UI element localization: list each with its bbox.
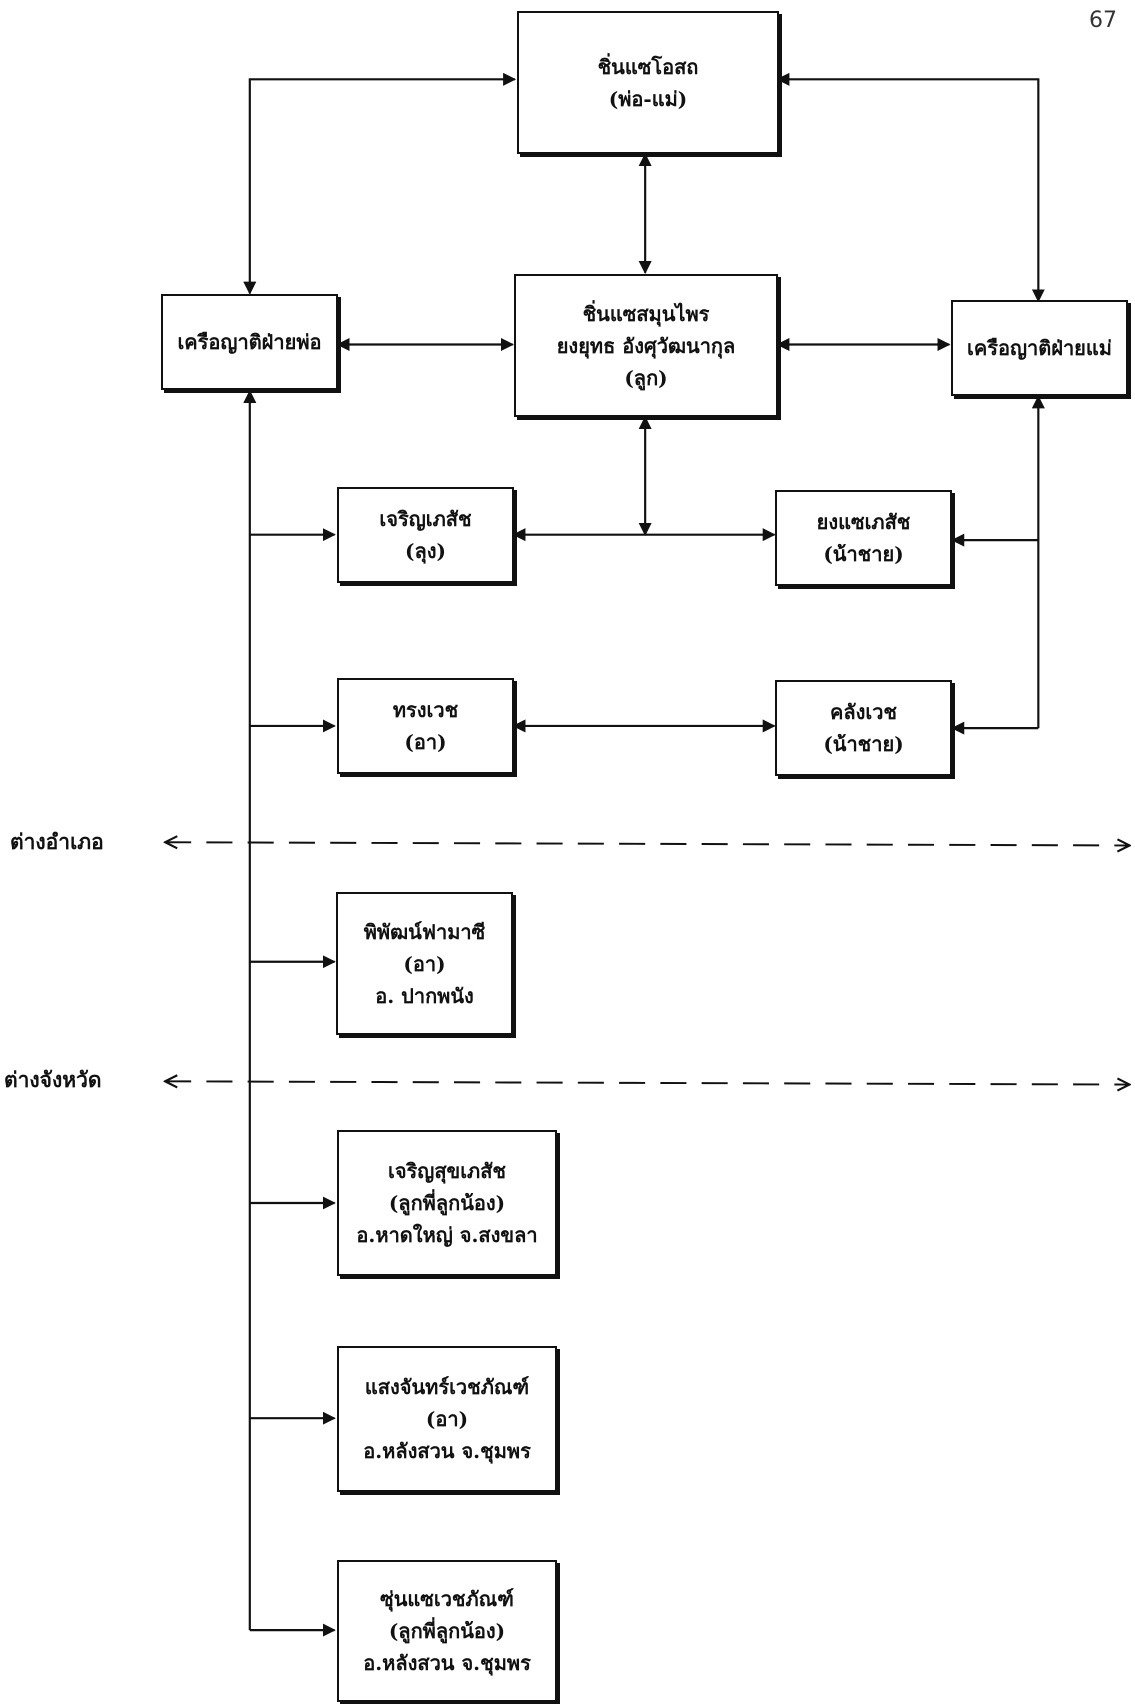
node-aunt-3: แสงจันทร์เวชภัณฑ์ (อา) อ.หลังสวน จ.ชุมพร <box>337 1346 557 1492</box>
node-uncle-1: เจริญเภสัช (ลุง) <box>337 487 514 583</box>
node-line: ชิ่นแซโอสถ <box>597 54 699 79</box>
node-cousin-1: เจริญสุขเภสัช (ลูกพี่ลูกน้อง) อ.หาดใหญ่ … <box>337 1130 557 1276</box>
node-line: (อา) <box>404 730 447 754</box>
node-line: (น้าชาย) <box>823 732 904 756</box>
node-maternal-uncle-1: ยงแซเภสัช (น้าชาย) <box>775 490 952 586</box>
node-line: อ.หลังสวน จ.ชุมพร <box>363 1439 531 1463</box>
node-line: เครือญาติฝ่ายแม่ <box>967 336 1112 360</box>
node-aunt-1: ทรงเวช (อา) <box>337 678 514 774</box>
node-line: คลังเวช <box>829 700 898 724</box>
node-line: (อา) <box>403 951 446 976</box>
node-maternal-uncle-2: คลังเวช (น้าชาย) <box>775 680 952 776</box>
node-father-side: เครือญาติฝ่ายพ่อ <box>161 294 338 390</box>
boundary-label-district: ต่างอำเภอ <box>10 830 104 854</box>
node-line: เครือญาติฝ่ายพ่อ <box>177 330 322 354</box>
node-line: เจริญเภสัช <box>379 507 472 531</box>
node-line: อ.หาดใหญ่ จ.สงขลา <box>356 1223 538 1247</box>
node-parents: ชิ่นแซโอสถ (พ่อ-แม่) <box>517 11 779 154</box>
node-line: ยงยุทธ อังศุวัฒนากุล <box>556 333 736 358</box>
boundary-line-district <box>165 842 1129 845</box>
node-line: (ลูก) <box>624 365 668 390</box>
node-line: (ลุง) <box>405 539 446 563</box>
node-line: (อา) <box>425 1407 469 1431</box>
node-line: ยงแซเภสัช <box>816 510 911 534</box>
node-center: ชิ่นแซสมุนไพร ยงยุทธ อังศุวัฒนากุล (ลูก) <box>514 274 778 417</box>
boundary-label-province: ต่างจังหวัด <box>4 1068 102 1092</box>
edge-parents-father-side <box>243 72 517 295</box>
node-line: ซุ่นแซเวชภัณฑ์ <box>380 1587 514 1611</box>
node-aunt-2: พิพัฒน์ฟามาซี (อา) อ. ปากพนัง <box>336 892 513 1035</box>
node-cousin-2: ซุ่นแซเวชภัณฑ์ (ลูกพี่ลูกน้อง) อ.หลังสวน… <box>337 1560 557 1702</box>
node-line: พิพัฒน์ฟามาซี <box>363 919 486 944</box>
node-line: (น้าชาย) <box>823 542 904 566</box>
node-line: ทรงเวช <box>392 698 459 722</box>
node-line: (ลูกพี่ลูกน้อง) <box>388 1619 506 1643</box>
page-number: 67 <box>1089 8 1117 33</box>
node-line: อ. ปากพนัง <box>375 983 474 1008</box>
node-line: (พ่อ-แม่) <box>608 86 688 111</box>
node-line: ชิ่นแซสมุนไพร <box>582 301 710 326</box>
node-line: (ลูกพี่ลูกน้อง) <box>388 1191 506 1215</box>
node-line: แสงจันทร์เวชภัณฑ์ <box>364 1375 530 1399</box>
boundary-line-province <box>165 1081 1129 1084</box>
node-line: อ.หลังสวน จ.ชุมพร <box>363 1651 531 1675</box>
node-line: เจริญสุขเภสัช <box>387 1159 507 1183</box>
edge-parents-mother-side <box>776 72 1045 303</box>
node-mother-side: เครือญาติฝ่ายแม่ <box>951 300 1128 396</box>
